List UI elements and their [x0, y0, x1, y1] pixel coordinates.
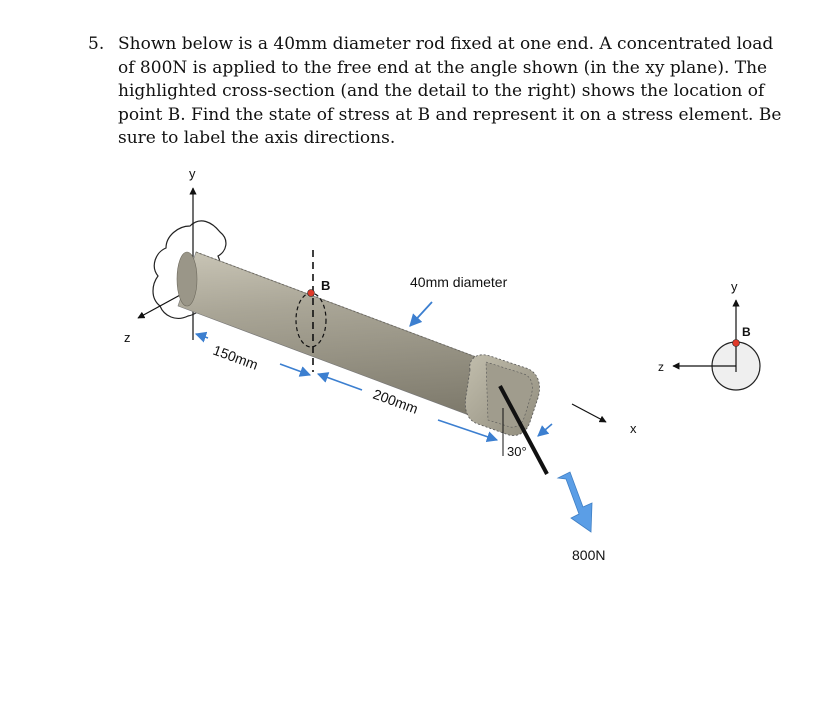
problem-number: 5.	[88, 34, 105, 54]
x-axis-line	[571, 403, 607, 423]
detail-y-label: y	[731, 279, 738, 294]
detail-z-label: z	[658, 360, 664, 374]
dim-200-arrow-right	[437, 419, 499, 443]
y-axis-label: y	[189, 166, 196, 181]
load-label: 800N	[572, 547, 605, 563]
problem-statement: 5. Shown below is a 40mm diameter rod fi…	[88, 33, 788, 151]
detail-point-b	[732, 339, 740, 347]
x-axis-label: x	[630, 421, 637, 436]
load-line	[498, 385, 549, 475]
dim-150-arrow-right	[279, 363, 312, 377]
dim-200-arrow-left	[316, 372, 363, 391]
point-b-marker	[307, 289, 315, 297]
dim-150-label: 150mm	[211, 342, 260, 373]
angle-label: 30°	[507, 444, 527, 459]
diameter-pointer	[409, 301, 433, 327]
z-axis-label: z	[124, 330, 131, 345]
point-b-label: B	[321, 278, 330, 293]
end-slot	[485, 361, 533, 428]
diameter-label: 40mm diameter	[410, 274, 508, 290]
detail-b-label: B	[742, 325, 751, 339]
load-arrow	[556, 471, 593, 533]
detail-cross-section: y z B	[658, 279, 761, 391]
fixed-support	[152, 220, 227, 319]
dim-150-arrow-left	[194, 331, 209, 343]
end-pointer	[537, 423, 553, 437]
rod-fixed-end	[176, 251, 198, 307]
problem-text: Shown below is a 40mm diameter rod fixed…	[118, 34, 782, 148]
